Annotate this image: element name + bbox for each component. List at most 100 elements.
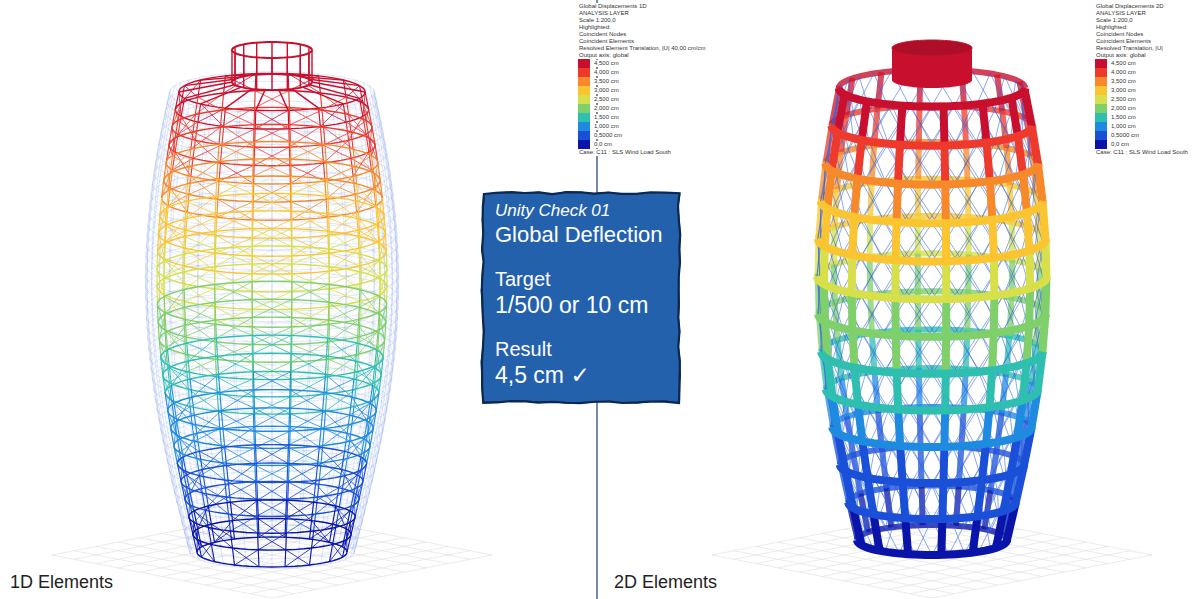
column-member xyxy=(320,126,322,144)
cladding-line xyxy=(155,399,158,406)
brace-member xyxy=(167,224,185,249)
brace-member xyxy=(380,287,387,297)
column-member xyxy=(370,428,373,446)
column-member xyxy=(253,372,255,390)
column-member xyxy=(345,433,348,451)
brace-member xyxy=(254,431,290,448)
cladding-line xyxy=(232,539,244,548)
column-member xyxy=(290,335,291,353)
cladding-line xyxy=(367,474,368,487)
column-member xyxy=(351,132,353,149)
column-member xyxy=(254,408,256,426)
column-member xyxy=(314,514,316,531)
column-member xyxy=(186,325,187,343)
grid-line xyxy=(250,551,470,594)
column-member xyxy=(228,514,230,531)
cladding-line xyxy=(147,263,152,269)
cladding-line xyxy=(371,470,375,483)
column-member xyxy=(190,379,192,397)
cladding-line xyxy=(357,516,359,529)
cladding-line xyxy=(272,386,290,397)
cladding-line xyxy=(378,126,384,140)
column-member xyxy=(367,403,370,421)
column-member xyxy=(376,191,378,209)
column-member xyxy=(208,527,211,544)
cladding-line xyxy=(152,184,153,190)
cladding-line xyxy=(272,428,288,439)
column-member xyxy=(287,445,289,463)
cladding-line xyxy=(272,111,290,121)
column-member xyxy=(185,230,186,248)
column-member xyxy=(323,392,324,410)
cladding-line xyxy=(148,253,153,259)
brace-member xyxy=(215,342,252,362)
column-member xyxy=(327,320,329,338)
tower-1d-model xyxy=(146,42,399,569)
column-member xyxy=(251,246,252,264)
column-member xyxy=(329,249,330,267)
cladding-line xyxy=(387,388,390,402)
column-member xyxy=(291,176,292,193)
column-member xyxy=(324,411,325,428)
brace-member xyxy=(292,249,329,264)
cladding-line xyxy=(388,197,394,211)
column-member xyxy=(215,179,217,196)
column-member xyxy=(354,361,356,379)
cladding-line xyxy=(154,388,157,395)
column-member xyxy=(185,201,186,219)
column-member xyxy=(327,217,329,235)
cladding-line xyxy=(147,210,397,260)
brace-member xyxy=(252,194,291,211)
brace-member xyxy=(254,125,290,142)
brace-member xyxy=(252,229,292,247)
brace-member xyxy=(327,217,358,230)
column-member xyxy=(219,127,220,144)
column-member xyxy=(322,110,324,127)
ring-beam xyxy=(166,142,378,184)
cladding-line xyxy=(272,180,291,190)
column-member xyxy=(164,226,166,244)
column-member xyxy=(316,465,318,483)
cladding-line xyxy=(199,205,215,213)
column-member xyxy=(225,447,227,465)
cladding-line xyxy=(376,450,379,464)
cladding-line xyxy=(290,186,308,197)
column-member xyxy=(361,439,364,457)
column-member xyxy=(172,385,174,403)
brace-member xyxy=(351,121,366,132)
brace-member xyxy=(253,372,290,390)
cladding-line xyxy=(386,399,389,413)
column-member xyxy=(358,230,359,248)
cladding-line xyxy=(372,454,374,467)
cladding-line xyxy=(187,525,357,559)
brace-member xyxy=(254,431,290,448)
column-member xyxy=(339,470,342,488)
brace-member xyxy=(255,110,288,128)
brace-member xyxy=(366,110,369,121)
column-member xyxy=(252,335,253,353)
cladding-line xyxy=(254,432,272,442)
column-member xyxy=(290,372,292,390)
column-member xyxy=(327,179,329,196)
brace-member xyxy=(221,446,255,465)
brace-member xyxy=(286,502,314,519)
column-member xyxy=(371,156,373,174)
column-member xyxy=(174,446,177,464)
cladding-line xyxy=(272,281,292,292)
brace-member xyxy=(255,147,290,165)
column-member xyxy=(358,219,360,237)
column-member xyxy=(163,243,165,261)
brace-member xyxy=(359,296,379,307)
cladding-line xyxy=(355,526,357,539)
cladding-line xyxy=(376,433,378,447)
column-member xyxy=(186,184,187,201)
brace-member xyxy=(165,259,184,284)
cladding-line xyxy=(252,250,272,260)
cladding-line xyxy=(331,464,341,477)
cladding-line xyxy=(155,386,158,393)
column-member xyxy=(181,481,185,499)
column-member xyxy=(363,103,366,120)
column-member xyxy=(360,86,363,103)
cladding-line xyxy=(240,451,256,461)
cladding-line xyxy=(146,251,399,302)
